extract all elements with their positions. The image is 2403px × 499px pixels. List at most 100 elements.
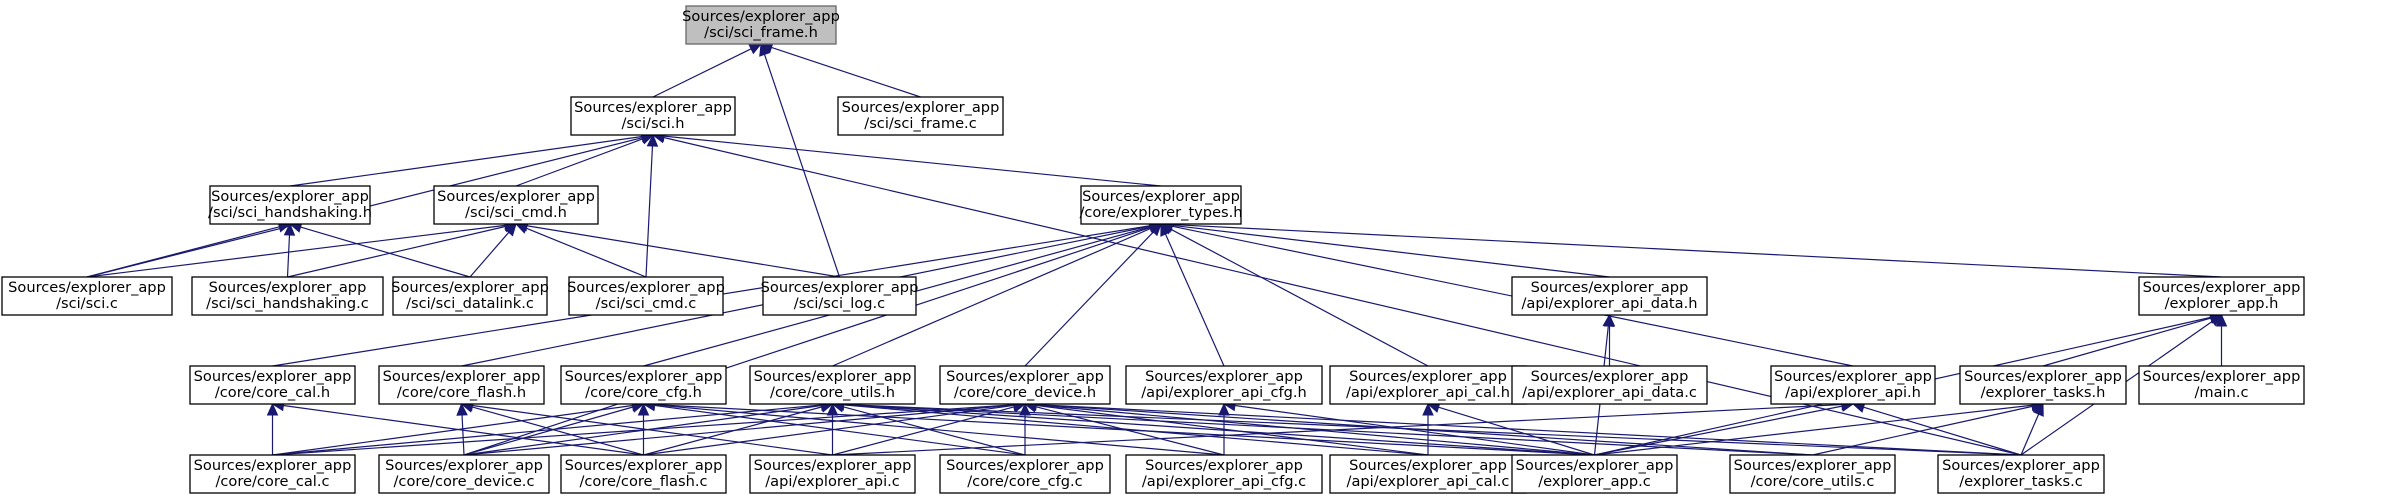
edge-line — [654, 404, 1225, 456]
node-file-label: /core/core_cfg.h — [585, 384, 702, 401]
file-node-sci-h[interactable]: Sources/explorer_app/sci/sci.h — [570, 96, 736, 136]
node-box — [939, 454, 1111, 494]
include-edge — [266, 402, 279, 455]
file-node-explorer-api-cfg-c[interactable]: Sources/explorer_app/api/explorer_api_cf… — [1125, 454, 1323, 494]
node-box — [1729, 454, 1896, 494]
node-path-label: Sources/explorer_app — [391, 279, 549, 296]
arrowhead-icon — [266, 402, 279, 416]
include-edge — [515, 133, 655, 187]
node-file-label: /sci/sci_log.c — [794, 295, 885, 312]
file-node-sci-datalink-c[interactable]: Sources/explorer_app/sci/sci_datalink.c — [391, 276, 549, 316]
file-node-core-device-h[interactable]: Sources/explorer_app/core/core_device.h — [939, 365, 1111, 405]
node-path-label: Sources/explorer_app — [2143, 279, 2301, 296]
file-node-explorer-api-data-c[interactable]: Sources/explorer_app/api/explorer_api_da… — [1511, 365, 1708, 405]
file-node-explorer-api-c[interactable]: Sources/explorer_app/api/explorer_api.c — [749, 454, 916, 494]
file-node-explorer-tasks-c[interactable]: Sources/explorer_app/explorer_tasks.c — [1937, 454, 2105, 494]
edge-line — [86, 224, 506, 278]
edge-line — [272, 404, 822, 456]
file-node-core-utils-h[interactable]: Sources/explorer_app/core/core_utils.h — [749, 365, 916, 405]
file-node-explorer-app-h[interactable]: Sources/explorer_app/explorer_app.h — [2138, 276, 2305, 316]
node-path-label: Sources/explorer_app — [1082, 188, 1240, 205]
node-box — [939, 365, 1111, 405]
file-node-explorer-tasks-h[interactable]: Sources/explorer_app/explorer_tasks.h — [1959, 365, 2127, 405]
node-box — [685, 5, 837, 45]
node-file-label: /sci/sci_frame.c — [864, 115, 976, 132]
file-node-explorer-types-h[interactable]: Sources/explorer_app/core/explorer_types… — [1079, 185, 1243, 225]
node-path-label: Sources/explorer_app — [1734, 457, 1892, 474]
node-path-label: Sources/explorer_app — [1964, 368, 2122, 385]
edge-line — [1164, 233, 1225, 367]
node-path-label: Sources/explorer_app — [682, 8, 840, 25]
include-edge — [287, 220, 518, 278]
file-node-core-cal-h[interactable]: Sources/explorer_app/core/core_cal.h — [189, 365, 356, 405]
node-file-label: /api/explorer_api_cfg.c — [1142, 473, 1306, 490]
arrowhead-icon — [283, 222, 296, 236]
file-node-sci-cmd-h[interactable]: Sources/explorer_app/sci/sci_cmd.h — [433, 185, 599, 225]
edge-line — [652, 48, 752, 98]
file-node-explorer-api-cal-h[interactable]: Sources/explorer_app/api/explorer_api_ca… — [1329, 365, 1527, 405]
node-box — [837, 96, 1004, 136]
node-path-label: Sources/explorer_app — [565, 368, 723, 385]
file-node-explorer-api-cfg-h[interactable]: Sources/explorer_app/api/explorer_api_cf… — [1125, 365, 1323, 405]
file-node-sci-handshaking-h[interactable]: Sources/explorer_app/sci/sci_handshaking… — [208, 185, 372, 225]
node-file-label: /explorer_app.c — [1538, 473, 1651, 490]
arrowhead-icon — [1602, 313, 1615, 328]
node-path-label: Sources/explorer_app — [209, 279, 367, 296]
node-path-label: Sources/explorer_app — [8, 279, 166, 296]
node-file-label: /sci/sci.h — [621, 115, 684, 132]
file-node-explorer-api-data-h[interactable]: Sources/explorer_app/api/explorer_api_da… — [1511, 276, 1708, 316]
arrowhead-icon — [2208, 314, 2223, 327]
file-node-explorer-app-c[interactable]: Sources/explorer_app/explorer_app.c — [1511, 454, 1678, 494]
file-node-core-cfg-c[interactable]: Sources/explorer_app/core/core_cfg.c — [939, 454, 1111, 494]
node-file-label: /explorer_tasks.h — [1981, 384, 2106, 401]
node-box — [1511, 276, 1708, 316]
node-path-label: Sources/explorer_app — [1349, 457, 1507, 474]
edge-line — [1035, 404, 1813, 456]
include-edge — [1159, 223, 1429, 367]
edge-line — [843, 403, 2022, 456]
file-node-core-flash-h[interactable]: Sources/explorer_app/core/core_flash.h — [378, 365, 545, 405]
node-path-label: Sources/explorer_app — [1516, 457, 1674, 474]
node-path-label: Sources/explorer_app — [211, 188, 369, 205]
arrowhead-icon — [1218, 402, 1230, 416]
arrowhead-icon — [2215, 313, 2228, 327]
include-edge — [463, 222, 1163, 456]
node-box — [1, 276, 173, 316]
arrowhead-icon — [2033, 402, 2044, 417]
file-node-sci-handshaking-c[interactable]: Sources/explorer_app/sci/sci_handshaking… — [191, 276, 384, 316]
file-node-core-flash-c[interactable]: Sources/explorer_app/core/core_flash.c — [560, 454, 727, 494]
file-node-sci-frame-c[interactable]: Sources/explorer_app/sci/sci_frame.c — [837, 96, 1004, 136]
file-node-explorer-api-cal-c[interactable]: Sources/explorer_app/api/explorer_api_ca… — [1329, 454, 1527, 494]
edge-line — [300, 226, 471, 278]
node-file-label: /sci/sci_frame.h — [704, 24, 818, 41]
include-edge — [283, 222, 296, 278]
file-node-sci-frame-h[interactable]: Sources/explorer_app/sci/sci_frame.h — [682, 5, 840, 45]
file-node-core-device-c[interactable]: Sources/explorer_app/core/core_device.c — [378, 454, 550, 494]
file-node-core-utils-c[interactable]: Sources/explorer_app/core/core_utils.c — [1729, 454, 1896, 494]
edge-line — [832, 403, 1843, 456]
node-path-label: Sources/explorer_app — [2143, 368, 2301, 385]
node-box — [1125, 365, 1323, 405]
file-node-sci-c[interactable]: Sources/explorer_app/sci/sci.c — [1, 276, 173, 316]
file-node-core-cal-c[interactable]: Sources/explorer_app/core/core_cal.c — [189, 454, 356, 494]
include-edge — [469, 223, 517, 278]
node-box — [1937, 454, 2105, 494]
edge-line — [2042, 317, 2212, 367]
node-path-label: Sources/explorer_app — [1145, 457, 1303, 474]
file-node-sci-cmd-c[interactable]: Sources/explorer_app/sci/sci_cmd.c — [567, 276, 725, 316]
file-node-sci-log-c[interactable]: Sources/explorer_app/sci/sci_log.c — [761, 276, 919, 316]
node-file-label: /explorer_app.h — [2165, 295, 2279, 312]
node-box — [749, 454, 916, 494]
file-node-core-cfg-h[interactable]: Sources/explorer_app/core/core_cfg.h — [560, 365, 727, 405]
node-box — [378, 365, 545, 405]
arrowhead-icon — [748, 43, 763, 55]
edge-line — [1171, 224, 1610, 278]
node-box — [749, 365, 916, 405]
edge-line — [469, 231, 510, 278]
file-node-main-c[interactable]: Sources/explorer_app/main.c — [2138, 365, 2305, 405]
node-path-label: Sources/explorer_app — [1942, 457, 2100, 474]
node-path-label: Sources/explorer_app — [842, 99, 1000, 116]
edge-line — [832, 227, 1152, 367]
file-node-explorer-api-h[interactable]: Sources/explorer_app/api/explorer_api.h — [1770, 365, 1936, 405]
include-edge — [1019, 402, 1031, 455]
